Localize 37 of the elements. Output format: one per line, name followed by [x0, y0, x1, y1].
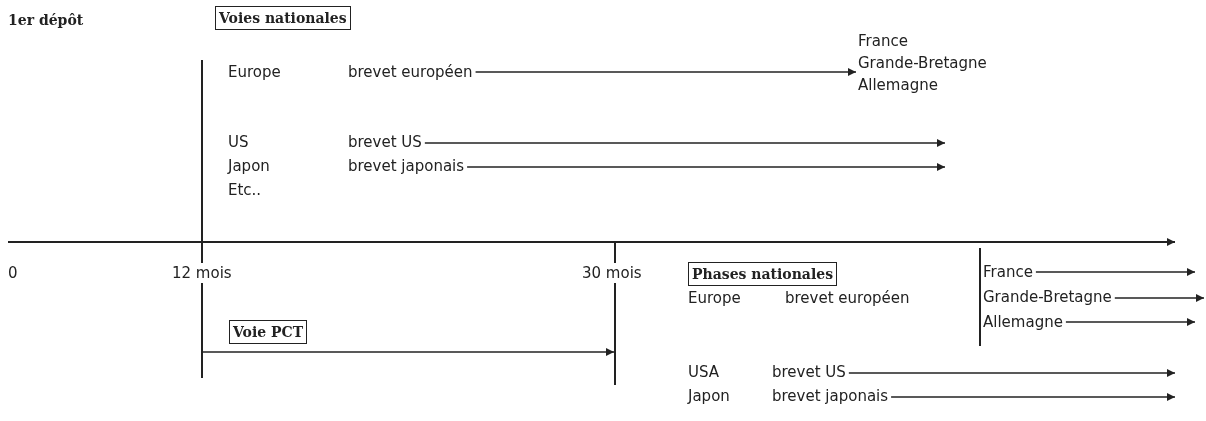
text-label: US: [228, 132, 249, 152]
arrow: [466, 163, 946, 171]
text-label: Etc..: [228, 180, 262, 200]
arrow: [848, 369, 1176, 377]
text-label: Allemagne: [983, 312, 1063, 332]
arrow: [890, 393, 1176, 401]
section-title: Voie PCT: [229, 320, 308, 344]
text-label: Japon: [228, 156, 270, 176]
text-label: brevet européen: [785, 288, 910, 308]
arrow: [424, 139, 946, 147]
text-label: USA: [688, 362, 720, 382]
text-label: brevet US: [772, 362, 846, 382]
section-title: Phases nationales: [688, 262, 838, 286]
text-label: brevet européen: [348, 62, 473, 82]
arrow: [1114, 294, 1205, 302]
text-label: brevet US: [348, 132, 422, 152]
text-label: Europe: [228, 62, 281, 82]
arrow: [474, 68, 857, 76]
text-label: brevet japonais: [772, 386, 889, 406]
text-label: Japon: [688, 386, 730, 406]
arrow: [1065, 318, 1196, 326]
timeline-marker: [979, 248, 981, 346]
text-label: Grande-Bretagne: [858, 53, 987, 74]
text-label: Europe: [688, 288, 741, 308]
arrow: [202, 348, 615, 356]
text-label: France: [983, 262, 1033, 282]
text-label: 12 mois: [172, 263, 232, 283]
text-label: brevet japonais: [348, 156, 465, 176]
arrow: [1035, 268, 1196, 276]
section-title: Voies nationales: [215, 6, 351, 30]
text-label: 1er dépôt: [8, 11, 84, 30]
text-label: Grande-Bretagne: [983, 287, 1112, 307]
text-label: 30 mois: [582, 263, 642, 283]
timeline-marker: [201, 60, 203, 378]
text-label: France: [858, 31, 909, 52]
text-label: 0: [8, 263, 18, 283]
text-label: Allemagne: [858, 75, 939, 96]
